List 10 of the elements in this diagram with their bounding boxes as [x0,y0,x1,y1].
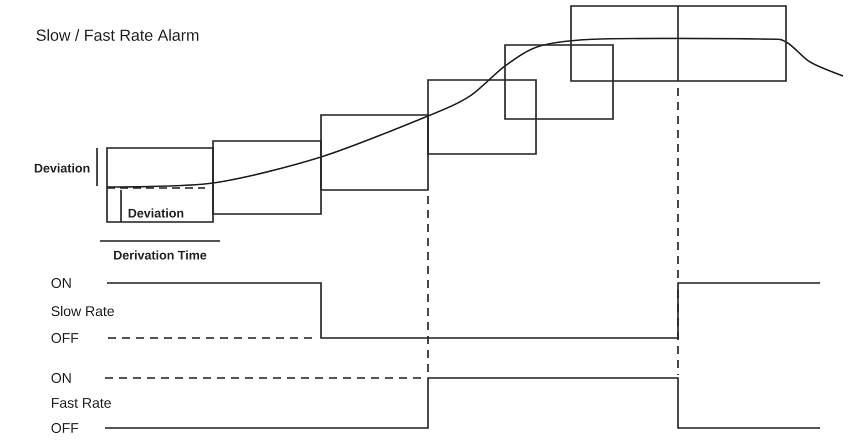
state-label: OFF [51,333,78,343]
title: Slow / Fast Rate Alarm [36,29,198,41]
state-label: ON [51,278,71,288]
time-label: Derivation Time [114,250,206,260]
state-label: OFF [51,423,78,433]
signal-name: Fast Rate [52,398,111,408]
signal-name: Slow Rate [51,306,114,316]
deviation-label: Deviation [128,208,184,218]
state-label: ON [51,373,71,383]
deviation-label: Deviation [34,163,90,173]
